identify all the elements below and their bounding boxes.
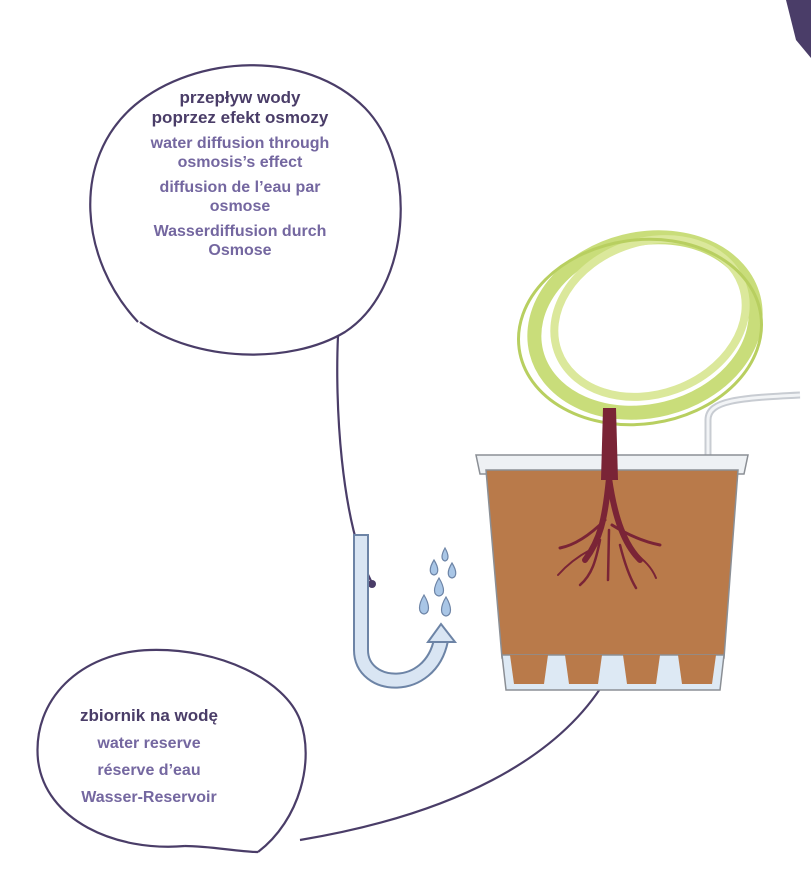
bottom-callout-tail — [185, 846, 258, 852]
bottom-callout-fr: réserve d’eau — [58, 761, 240, 780]
top-callout-title-line2: poprzez efekt osmozy — [128, 108, 352, 128]
corner-tab — [786, 0, 811, 58]
water-drop-icon — [442, 548, 448, 561]
water-drop-icon — [435, 578, 444, 596]
top-callout-fr: diffusion de l’eau par osmose — [128, 178, 352, 216]
bottom-callout-text: zbiornik na wodę water reserve réserve d… — [58, 706, 240, 815]
plant-stem — [601, 408, 618, 480]
water-drops — [420, 548, 456, 616]
plant-leaves — [506, 213, 774, 440]
water-drop-icon — [420, 595, 429, 614]
u-tube-arrow-icon — [353, 535, 455, 681]
water-drop-icon — [430, 560, 438, 575]
bottom-callout-de: Wasser-Reservoir — [58, 788, 240, 807]
water-drop-icon — [448, 563, 456, 578]
top-callout-title-line1: przepływ wody — [128, 88, 352, 108]
bottom-callout-title: zbiornik na wodę — [58, 706, 240, 726]
top-callout-de: Wasserdiffusion durch Osmose — [128, 222, 352, 260]
top-callout-en: water diffusion through osmosis’s effect — [128, 134, 352, 172]
bottom-callout-leader — [300, 676, 608, 840]
bottom-callout-en: water reserve — [58, 734, 240, 753]
plant-pot-icon — [476, 213, 800, 690]
top-callout-leader-dot — [368, 580, 376, 588]
water-drop-icon — [442, 597, 451, 616]
top-callout-text: przepływ wody poprzez efekt osmozy water… — [128, 88, 352, 260]
